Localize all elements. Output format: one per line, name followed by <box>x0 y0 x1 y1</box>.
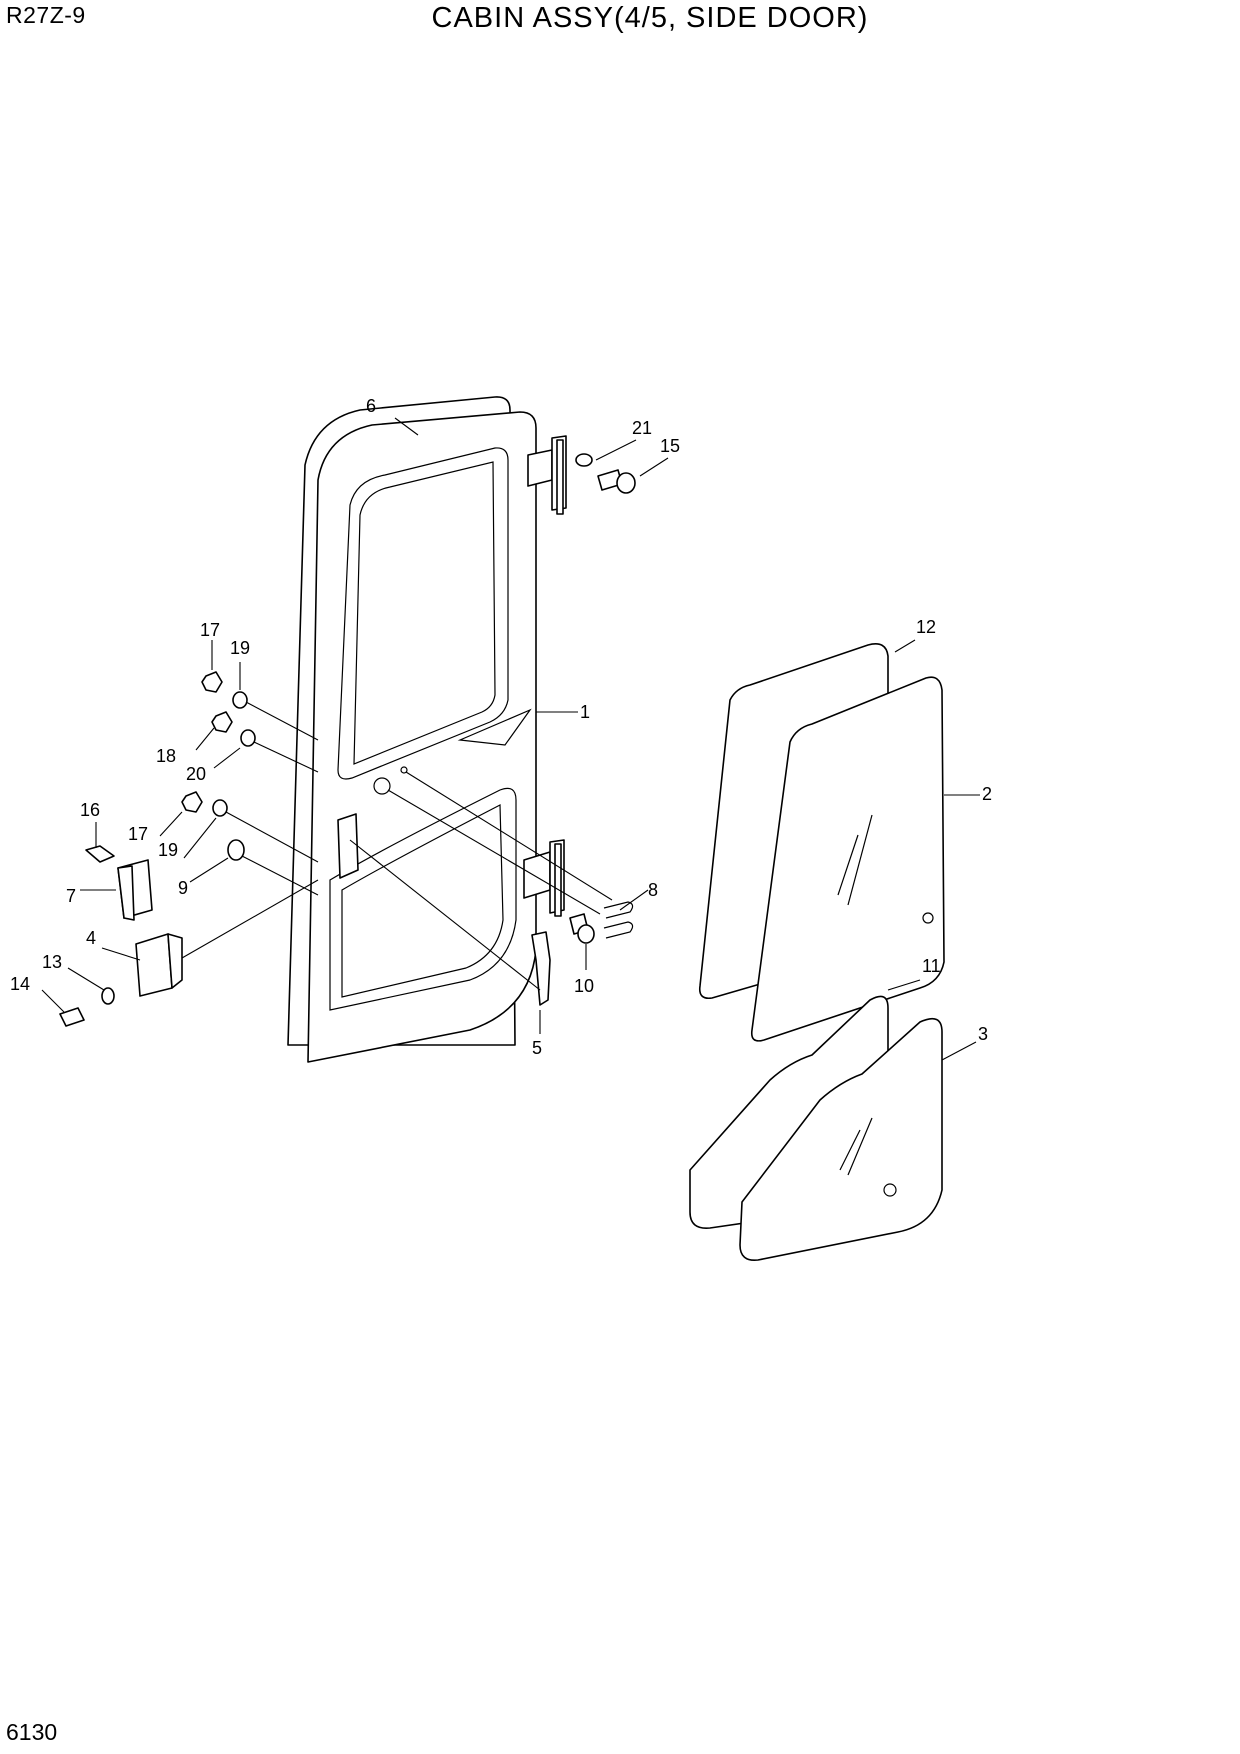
callout-2: 2 <box>982 784 992 804</box>
diagram-title: CABIN ASSY(4/5, SIDE DOOR) <box>431 2 869 34</box>
washer-21 <box>575 453 593 467</box>
callout-17b: 17 <box>128 824 148 844</box>
lower-hinge <box>523 839 565 917</box>
callout-9: 9 <box>178 878 188 898</box>
callout-6: 6 <box>366 396 376 416</box>
callout-labels: 6 21 15 12 17 19 1 18 20 2 16 17 19 8 7 … <box>10 396 992 1058</box>
callout-21: 21 <box>632 418 652 438</box>
callout-8: 8 <box>648 880 658 900</box>
callout-11: 11 <box>922 956 941 976</box>
callout-14: 14 <box>10 974 30 994</box>
callout-12: 12 <box>916 617 936 637</box>
door-frame <box>287 396 537 1063</box>
callout-20: 20 <box>186 764 206 784</box>
callout-3: 3 <box>978 1024 988 1044</box>
page-number: 6130 <box>6 1719 58 1745</box>
callout-17a: 17 <box>200 620 220 640</box>
callout-5: 5 <box>532 1038 542 1058</box>
callout-4: 4 <box>86 928 96 948</box>
u-bolt <box>603 901 634 939</box>
model-code: R27Z-9 <box>6 2 86 28</box>
bolt-15 <box>597 469 636 494</box>
callout-15: 15 <box>660 436 680 456</box>
upper-hinge <box>527 435 567 515</box>
callout-19b: 19 <box>158 840 178 860</box>
glass-upper <box>698 643 945 1042</box>
callout-13: 13 <box>42 952 62 972</box>
callout-1: 1 <box>580 702 590 722</box>
callout-16: 16 <box>80 800 100 820</box>
bolt-10 <box>569 913 595 944</box>
door-stay <box>531 931 551 1006</box>
callout-19a: 19 <box>230 638 250 658</box>
leader-lines <box>41 417 980 1061</box>
callout-7: 7 <box>66 886 76 906</box>
callout-10: 10 <box>574 976 594 996</box>
callout-18: 18 <box>156 746 176 766</box>
glass-lower <box>689 995 943 1262</box>
left-hardware <box>59 671 256 1027</box>
